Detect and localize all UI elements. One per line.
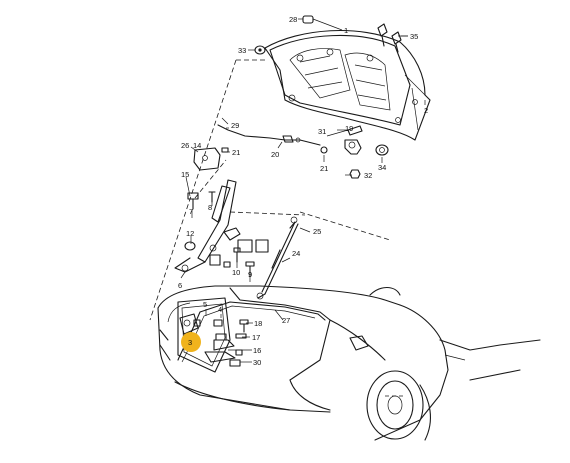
reference-lines <box>149 59 391 321</box>
label-21-b: 21 <box>320 164 328 173</box>
release-cable <box>217 124 321 146</box>
label-18: 18 <box>254 319 262 328</box>
label-34: 34 <box>378 163 386 172</box>
label-20: 20 <box>271 150 279 159</box>
label-5: 5 <box>203 300 207 309</box>
car-body <box>157 285 541 441</box>
label-8: 8 <box>208 203 212 212</box>
label-35: 35 <box>410 32 418 41</box>
leader-lines <box>180 18 426 363</box>
label-16: 16 <box>253 346 261 355</box>
gas-strut <box>256 216 299 300</box>
label-30: 30 <box>253 358 261 367</box>
label-2: 2 <box>424 106 428 115</box>
label-7: 7 <box>189 207 193 216</box>
part-labels: 28 1 35 33 2 29 26 14 21 20 31 19 34 21 … <box>178 15 428 367</box>
label-14: 14 <box>193 141 201 150</box>
label-4: 4 <box>218 305 222 314</box>
label-25: 25 <box>313 227 321 236</box>
label-19: 19 <box>345 124 353 133</box>
label-26: 26 <box>181 141 189 150</box>
highlight-marker-3 <box>181 332 201 352</box>
trunk-lid <box>264 29 431 141</box>
label-21-a: 21 <box>232 148 240 157</box>
label-3: 3 <box>188 338 192 347</box>
label-1: 1 <box>344 26 348 35</box>
label-ticks <box>226 35 408 129</box>
lock-parts <box>179 313 249 367</box>
label-32: 32 <box>364 171 372 180</box>
bolts <box>187 191 255 277</box>
hinge-bracket <box>193 147 229 171</box>
label-15: 15 <box>181 170 189 179</box>
label-12: 12 <box>186 229 194 238</box>
hinge-arm <box>174 179 269 273</box>
label-27: 27 <box>282 316 290 325</box>
label-9: 9 <box>248 270 252 279</box>
lid-small-parts <box>254 15 402 179</box>
label-31: 31 <box>318 127 326 136</box>
label-6: 6 <box>178 281 182 290</box>
label-29: 29 <box>231 121 239 130</box>
label-17: 17 <box>252 333 260 342</box>
label-24: 24 <box>292 249 300 258</box>
trunk-seal <box>177 301 326 363</box>
label-33: 33 <box>238 46 246 55</box>
label-10: 10 <box>232 268 240 277</box>
label-28: 28 <box>289 15 297 24</box>
